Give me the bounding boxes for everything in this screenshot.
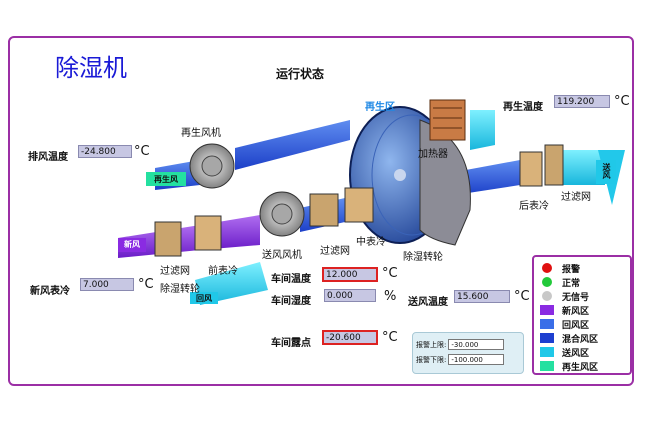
left-filter-box xyxy=(154,221,182,257)
exhaust-temp-value: -24.800 xyxy=(78,145,132,158)
status-dot-icon xyxy=(542,263,552,273)
front-cooler-box xyxy=(194,215,222,251)
page-title: 除湿机 xyxy=(55,54,127,82)
fresh-precool-label: 新风表冷 xyxy=(30,286,70,297)
status-dot-icon xyxy=(542,277,552,287)
supply-air-tag: 送风 xyxy=(602,163,611,179)
color-swatch xyxy=(540,347,554,357)
mid-filter-box xyxy=(309,193,339,227)
legend-label: 混合风区 xyxy=(562,334,599,345)
right-filter-box xyxy=(544,144,564,186)
status-dot-icon xyxy=(542,291,552,301)
exhaust-temp-label: 排风温度 xyxy=(28,152,68,163)
legend-label: 正常 xyxy=(562,278,581,289)
mid-filter-label: 过滤网 xyxy=(320,246,350,257)
return-air-tag: 回风 xyxy=(196,294,212,303)
regen-fan-label: 再生风机 xyxy=(181,128,221,139)
rear-cooler-box xyxy=(519,151,543,187)
legend-label: 回风区 xyxy=(562,320,590,331)
legend-item: 正常 xyxy=(540,275,580,289)
left-filter-label: 过滤网 xyxy=(160,266,190,277)
legend-label: 新风区 xyxy=(562,306,590,317)
legend: 报警正常无信号新风区回风区混合风区送风区再生风区 xyxy=(532,255,632,375)
alarm-lower-input[interactable]: -100.000 xyxy=(448,354,505,365)
legend-item: 新风区 xyxy=(540,303,589,317)
status-title: 运行状态 xyxy=(276,67,325,81)
legend-item: 送风区 xyxy=(540,345,589,359)
mid-cooler-label: 中表冷 xyxy=(356,237,386,248)
regen-duct xyxy=(235,120,350,170)
alarm-upper-input[interactable]: -30.000 xyxy=(448,339,505,350)
color-swatch xyxy=(540,319,554,329)
color-swatch xyxy=(540,305,554,315)
regen-zone-label: 再生区 xyxy=(365,102,395,113)
room-humidity-label: 车间湿度 xyxy=(271,296,311,307)
rear-cooler-label: 后表冷 xyxy=(519,201,549,212)
supply-duct-right xyxy=(455,160,520,195)
alarm-lower-label: 报警下限: xyxy=(416,355,447,364)
legend-label: 无信号 xyxy=(562,292,590,303)
room-temp-unit: °C xyxy=(382,266,398,281)
right-filter-label: 过滤网 xyxy=(561,192,591,203)
regen-inlet-duct xyxy=(470,110,495,150)
regen-temp-value: 119.200 xyxy=(554,95,610,108)
legend-label: 再生风区 xyxy=(562,362,599,373)
alarm-limits-panel: 报警上限: -30.000 报警下限: -100.000 xyxy=(412,332,524,374)
rotor-label-left: 除湿转轮 xyxy=(160,284,200,295)
supply-temp-label: 送风温度 xyxy=(408,297,448,308)
supply-fan-label: 送风风机 xyxy=(262,250,302,261)
room-temp-label: 车间温度 xyxy=(271,274,311,285)
heater-box xyxy=(429,99,466,141)
main-frame xyxy=(8,36,634,386)
regen-temp-label: 再生温度 xyxy=(503,102,543,113)
alarm-upper-label: 报警上限: xyxy=(416,340,447,349)
room-dewpoint-unit: °C xyxy=(382,330,398,345)
room-dewpoint-label: 车间露点 xyxy=(271,338,311,349)
legend-item: 混合风区 xyxy=(540,331,598,345)
fresh-air-tag: 新风 xyxy=(124,240,140,249)
supply-temp-unit: °C xyxy=(514,289,530,304)
fresh-precool-unit: °C xyxy=(138,277,154,292)
room-dewpoint-value: -20.600 xyxy=(322,330,378,345)
regen-air-tag: 再生风 xyxy=(154,175,178,184)
legend-label: 报警 xyxy=(562,264,581,275)
room-humidity-unit: % xyxy=(384,289,397,304)
legend-label: 送风区 xyxy=(562,348,590,359)
legend-item: 报警 xyxy=(540,261,580,275)
fresh-precool-value: 7.000 xyxy=(80,278,134,291)
color-swatch xyxy=(540,361,554,371)
regen-temp-unit: °C xyxy=(614,94,630,109)
color-swatch xyxy=(540,333,554,343)
front-cooler-label: 前表冷 xyxy=(208,266,238,277)
rotor-label-right: 除湿转轮 xyxy=(403,252,443,263)
mid-cooler-box xyxy=(344,187,374,223)
legend-item: 无信号 xyxy=(540,289,589,303)
room-temp-value: 12.000 xyxy=(322,267,378,282)
legend-item: 回风区 xyxy=(540,317,589,331)
exhaust-temp-unit: °C xyxy=(134,144,150,159)
heater-label: 加热器 xyxy=(418,149,448,160)
legend-item: 再生风区 xyxy=(540,359,598,373)
room-humidity-value: 0.000 xyxy=(324,289,376,302)
supply-duct-end xyxy=(560,150,605,185)
supply-temp-value: 15.600 xyxy=(454,290,510,303)
